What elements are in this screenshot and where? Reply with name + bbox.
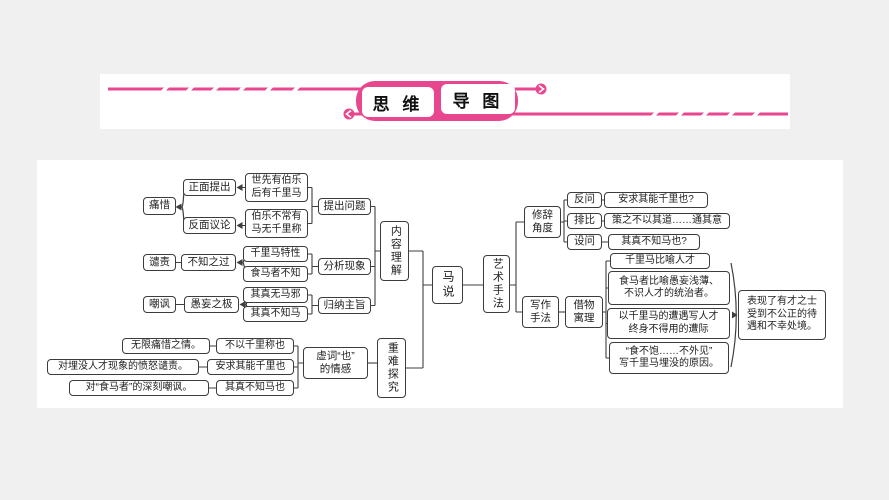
node-topic-particle-ye: 虚词“也” 的情感 [303,347,368,379]
node-quote-horse-traits: 千里马特性 [243,246,308,262]
node-rhetoric-example-1: 安求其能千里也? [604,192,708,208]
node-quote-bole-rare: 伯乐不常有 马无千里称 [245,209,308,238]
node-quote-ye3: 其真不知马也 [216,380,294,396]
node-rhetoric-paibi: 排比 [567,213,602,229]
node-rhetoric-example-3: 其真不知马也? [608,234,700,250]
page-title-left: 思 维 [362,87,434,117]
node-stage-conclude: 归纳主旨 [318,297,371,314]
node-emotion-mock: 嘲讽 [143,296,176,313]
node-point-talent-unused: 以千里马的遭遇写人才 终身不得用的遭际 [607,308,730,339]
node-writing-technique: 写作 手法 [522,296,559,328]
node-comment-fault: 不知之过 [181,254,236,271]
node-meaning-regret: 无限痛惜之情。 [122,338,210,354]
node-rhetoric-shewen: 设问 [567,234,602,250]
header-banner: 思 维 导 图 [100,74,790,129]
arrow-left-icon [343,108,355,120]
node-branch-key-points: 重难探究 [377,338,406,398]
node-conclusion: 表现了有才之士 受到不公正的待 遇和不幸处境。 [738,290,826,340]
node-quote-ye2: 安求其能千里也 [207,359,294,375]
node-branch-art: 艺术手法 [483,255,510,313]
node-point-horse-talent: 千里马比喻人才 [610,253,710,269]
node-quote-feeder-ignorant: 食马者不知 [243,266,308,282]
node-rhetoric-fanwen: 反问 [567,192,602,208]
node-emotion-regret: 痛惜 [143,197,176,215]
node-point-buried-reason: “食不饱……不外见” 写千里马埋没的原因。 [609,342,729,374]
node-stage-raise-question: 提出问题 [318,198,371,215]
node-meaning-mock: 对“食马者”的深刻嘲讽。 [69,380,209,396]
page-title-right: 导 图 [441,84,515,114]
node-meaning-condemn: 对埋没人才现象的愤怒谴责。 [47,359,199,375]
node-comment-folly: 愚妄之极 [184,296,239,313]
node-quote-ye1: 不以千里称也 [216,338,294,354]
node-device-allegory: 借物 寓理 [565,296,603,328]
node-quote-no-horse: 其真无马邪 [243,287,308,303]
node-quote-bole-first: 世先有伯乐 后有千里马 [245,173,308,202]
node-emotion-condemn: 谴责 [143,254,176,271]
node-root-title: 马说 [432,266,463,304]
node-rhetoric-example-2: 策之不以其道……通其意 [604,213,730,229]
node-comment-positive: 正面提出 [183,179,236,196]
node-stage-analyze: 分析现象 [318,258,371,275]
node-quote-not-know-horse: 其真不知马 [243,306,308,322]
arrow-right-icon [535,83,547,95]
node-point-feeder-ruler: 食马者比喻愚妄浅薄、 不识人才的统治者。 [608,271,730,305]
node-comment-negative: 反面议论 [183,217,236,234]
node-rhetoric-angle: 修辞 角度 [524,206,561,238]
node-branch-content: 内容理解 [380,221,409,281]
